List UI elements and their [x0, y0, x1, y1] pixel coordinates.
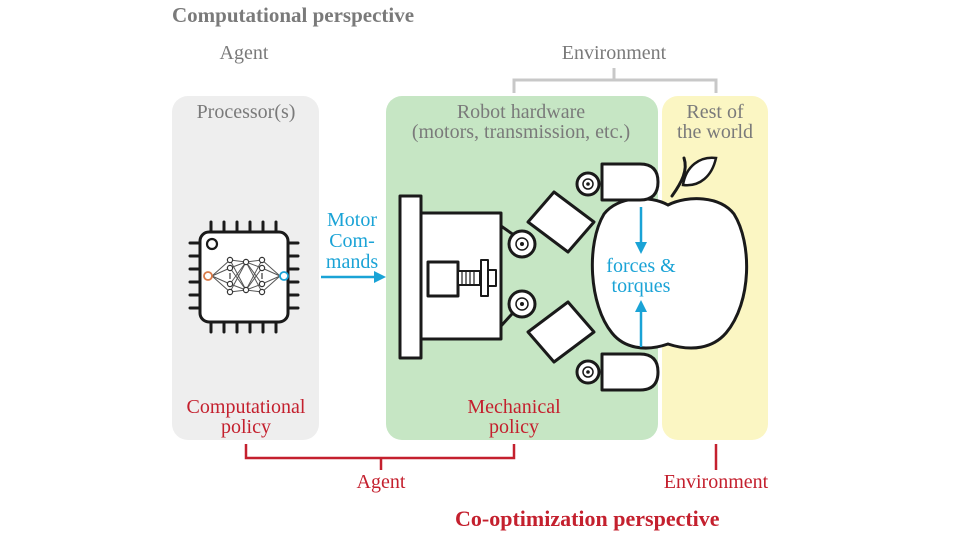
forces-label: forces &	[606, 255, 676, 277]
apple-icon	[590, 156, 749, 350]
processor-label: Processor(s)	[197, 101, 296, 123]
torques-label: torques	[612, 275, 671, 297]
top-environment-label: Environment	[562, 42, 667, 64]
rest-of-world-label: Rest of	[686, 101, 744, 123]
robot-hardware-sublabel: (motors, transmission, etc.)	[412, 121, 630, 143]
top-agent-label: Agent	[220, 42, 269, 64]
gripper-icon	[398, 162, 660, 392]
top-title: Computational perspective	[172, 3, 414, 27]
motor-commands-line3: mands	[326, 251, 378, 273]
force-arrow-up	[635, 300, 647, 347]
motor-commands-line1: Motor	[327, 209, 377, 231]
bottom-environment-label: Environment	[664, 471, 769, 493]
bottom-agent-bracket	[244, 444, 516, 470]
chip-icon	[188, 220, 300, 334]
mechanical-policy-line2: policy	[489, 416, 539, 438]
neural-network-icon	[203, 256, 289, 296]
motor-commands-line2: Com-	[329, 230, 375, 252]
computational-policy-line2: policy	[221, 416, 271, 438]
force-arrow-down	[635, 207, 647, 254]
mechanical-policy-line1: Mechanical	[467, 396, 561, 418]
rest-of-world-sublabel: the world	[677, 121, 753, 143]
robot-hardware-label: Robot hardware	[457, 101, 585, 123]
bottom-agent-label: Agent	[357, 471, 406, 493]
computational-policy-line1: Computational	[187, 396, 306, 418]
bottom-title: Co-optimization perspective	[455, 506, 720, 531]
top-environment-bracket	[512, 68, 718, 93]
motor-commands-arrow	[321, 271, 386, 283]
